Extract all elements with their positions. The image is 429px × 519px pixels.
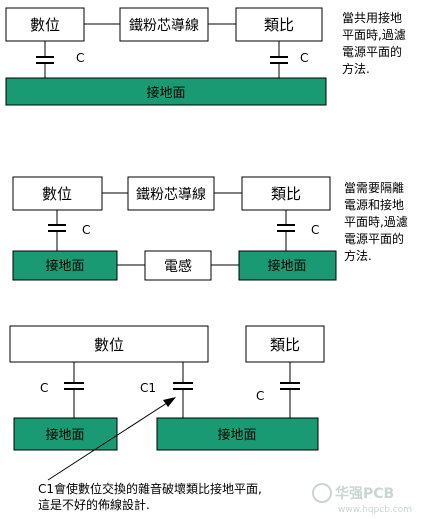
ground-plane-left-label: 接地面 (45, 427, 84, 443)
ground-plane-right-label: 接地面 (217, 427, 256, 443)
digital-box (9, 325, 209, 363)
capacitor-left-label: C (40, 381, 48, 395)
digital-label: 數位 (42, 185, 72, 203)
inductor-box (144, 250, 212, 281)
watermark-logo-icon (312, 483, 332, 503)
note-line-1: 當需要隔離 (344, 181, 404, 195)
ferrite-bead-label: 鐵粉芯導線 (136, 186, 206, 203)
analog-label: 類比 (271, 185, 301, 203)
capacitor-c1 (173, 362, 193, 418)
watermark: 华强PCB www.hqpcb.com (312, 483, 412, 515)
capacitor-left (64, 362, 84, 418)
note-line-2: 平面時,過濾 (342, 27, 406, 42)
inductor-label: 電感 (164, 258, 192, 275)
watermark-brand: 华强PCB (335, 485, 394, 502)
ground-plane-label: 接地面 (146, 85, 185, 101)
ground-plane-left (13, 417, 118, 451)
capacitor-right-label: C (311, 223, 319, 237)
note-line-1: C1會使數位交換的雜音破壞類比接地平面, (38, 481, 262, 496)
capacitor-right (277, 210, 295, 251)
ground-plane-bar (5, 77, 327, 106)
note-line-2: 這是不好的佈線設計. (38, 497, 150, 512)
digital-label: 數位 (30, 16, 60, 34)
watermark-url: www.hqpcb.com (338, 505, 412, 515)
note-line-5: 方法. (344, 248, 372, 263)
capacitor-left-label: C (82, 223, 90, 237)
ferrite-bead-box (127, 176, 215, 211)
note-line-4: 電源平面的 (344, 231, 404, 246)
analog-box (245, 325, 325, 363)
capacitor-c1-label: C1 (140, 381, 156, 395)
analog-label: 類比 (270, 336, 300, 354)
digital-label: 數位 (94, 336, 124, 354)
capacitor-left (48, 210, 66, 251)
capacitor-left-label: C (76, 51, 84, 65)
ground-plane-left (12, 250, 118, 281)
section-bad-layout: 數位 類比 C C1 C 接地面 接地面 (9, 325, 325, 512)
note-line-3: 電源平面的 (342, 44, 402, 59)
capacitor-right (280, 362, 300, 418)
capacitor-left (36, 41, 54, 78)
ground-plane-right-label: 接地面 (267, 258, 306, 274)
pointer-arrow (47, 397, 176, 481)
capacitor-right-label: C (300, 51, 308, 65)
capacitor-right (270, 41, 288, 78)
analog-label: 類比 (264, 16, 294, 34)
ground-plane-left-label: 接地面 (45, 258, 84, 274)
analog-box (241, 176, 331, 211)
digital-box (5, 7, 85, 42)
ground-plane-right (238, 250, 337, 281)
note-line-4: 方法. (342, 61, 370, 76)
note-line-2: 電源和接地 (344, 197, 404, 212)
capacitor-right-label: C (256, 389, 264, 403)
note-line-1: 當共用接地 (342, 10, 402, 25)
section-isolated-ground: 數位 鐵粉芯導線 類比 C C 接地面 電感 接地面 當需要隔離 電源和接地 平 (12, 176, 408, 281)
analog-box (235, 7, 323, 42)
ground-plane-right (156, 417, 319, 451)
ferrite-bead-box (119, 7, 209, 42)
ferrite-bead-label: 鐵粉芯導線 (129, 17, 199, 34)
note-line-3: 平面時,過濾 (344, 214, 408, 229)
section-shared-ground: 數位 鐵粉芯導線 類比 C C 接地面 當共用接地 平面時,過濾 電源平面的 方… (5, 7, 406, 106)
